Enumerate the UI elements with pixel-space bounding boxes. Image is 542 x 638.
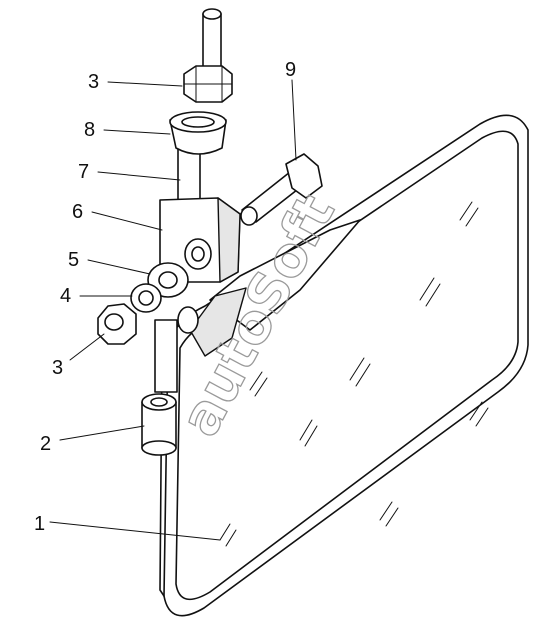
callout-labels: 3 8 7 6 5 4 3 2 1 9 bbox=[34, 59, 296, 535]
leader-line bbox=[291, 79, 297, 161]
sleeve bbox=[169, 111, 227, 155]
bolt bbox=[240, 153, 323, 226]
leader-lines bbox=[49, 79, 297, 541]
callout-label: 4 bbox=[60, 285, 71, 307]
leader-line bbox=[69, 333, 105, 361]
leader-line bbox=[49, 521, 221, 541]
washer-small bbox=[130, 283, 162, 313]
callout-label: 7 bbox=[78, 161, 89, 183]
callout-label: 1 bbox=[34, 513, 45, 535]
callout-label: 6 bbox=[72, 201, 83, 223]
leader-line bbox=[91, 211, 163, 231]
callout-label: 9 bbox=[285, 59, 296, 81]
bushing bbox=[141, 393, 177, 456]
callout-label: 2 bbox=[40, 433, 51, 455]
leader-line bbox=[103, 129, 171, 135]
leader-line bbox=[59, 425, 145, 441]
callout-label: 3 bbox=[52, 357, 63, 379]
callout-label: 8 bbox=[84, 119, 95, 141]
leader-line bbox=[87, 259, 151, 275]
bracket bbox=[159, 197, 241, 283]
nut-lower bbox=[97, 303, 137, 345]
callout-label: 5 bbox=[68, 249, 79, 271]
nut-upper bbox=[183, 65, 233, 103]
mounting-arm bbox=[177, 219, 361, 357]
callout-label: 3 bbox=[88, 71, 99, 93]
rod bbox=[154, 8, 222, 393]
leader-line bbox=[97, 171, 181, 181]
leader-line bbox=[107, 81, 183, 87]
